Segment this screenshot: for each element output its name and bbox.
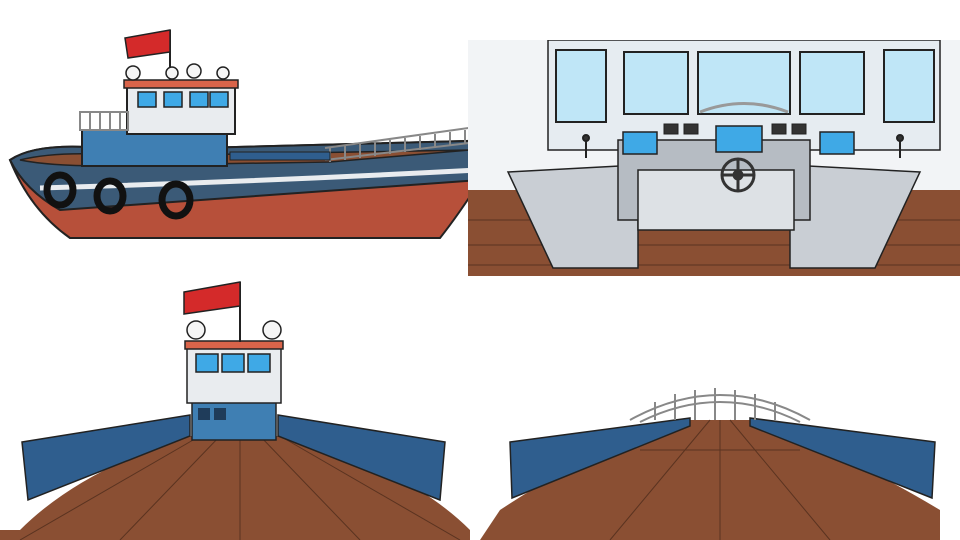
right-bulwark (749, 417, 936, 500)
monitor-icon (622, 125, 855, 155)
lamp-icon (186, 320, 282, 340)
steering-wheel-icon (720, 157, 756, 193)
bow-railing (324, 125, 480, 162)
lamp-icon (125, 63, 230, 81)
bow-railing (629, 388, 811, 423)
deck-view-bow-panel (480, 270, 960, 540)
cabin-lower (81, 129, 228, 167)
wheelhouse-interior-panel (468, 40, 960, 276)
flag-icon (183, 281, 241, 315)
cabin-windows (137, 91, 229, 108)
deck-view-stern-panel (0, 270, 480, 540)
throttle-lever-icon (582, 134, 904, 158)
left-bulwark (509, 417, 691, 500)
flag-icon (124, 29, 171, 59)
right-bulwark (277, 414, 446, 502)
tire-fender-icon (43, 171, 194, 220)
left-bulwark (21, 414, 191, 502)
boat-exterior-panel (0, 0, 480, 270)
